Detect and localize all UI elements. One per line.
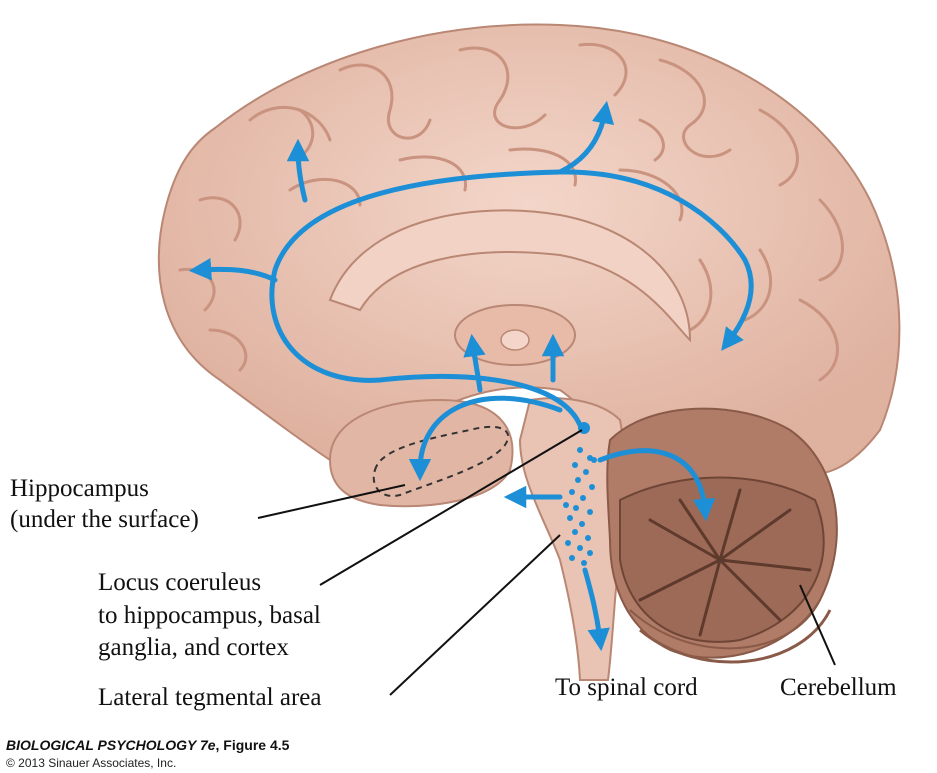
gyri-texture	[178, 42, 844, 382]
cerebellum	[606, 407, 838, 664]
lateral-tegmental-cells	[563, 447, 597, 566]
pathway-thalamus-left	[463, 333, 486, 393]
label-hippocampus: Hippocampus (under the surface)	[10, 475, 199, 533]
hippocampus-outline	[372, 425, 510, 497]
pathway-frontal-up	[286, 138, 310, 203]
label-cerebellum: Cerebellum	[780, 674, 897, 701]
noradrenergic-pathways	[188, 100, 754, 652]
pathway-frontal	[188, 258, 278, 283]
pathway-hippocampus	[408, 395, 563, 482]
credit-title: BIOLOGICAL PSYCHOLOGY 7e, Figure 4.5	[6, 737, 290, 753]
brainstem	[518, 397, 626, 681]
leader-cerebellum	[799, 584, 836, 666]
pathway-parietal-up	[557, 100, 615, 175]
credit-copyright: © 2013 Sinauer Associates, Inc.	[6, 756, 176, 770]
pathway-spinal	[582, 567, 610, 652]
label-locus-coeruleus: Locus coeruleus to hippocampus, basal ga…	[98, 569, 327, 661]
leader-lateral	[389, 534, 561, 696]
label-lateral-tegmental: Lateral tegmental area	[98, 684, 321, 711]
leader-locus	[319, 429, 583, 586]
leader-lines	[257, 429, 836, 696]
pathway-main-arc	[269, 169, 754, 428]
corpus-callosum	[328, 209, 692, 343]
pathway-cerebellum	[597, 448, 716, 522]
label-spinal-cord: To spinal cord	[555, 674, 698, 701]
leader-hippocampus	[257, 484, 406, 519]
